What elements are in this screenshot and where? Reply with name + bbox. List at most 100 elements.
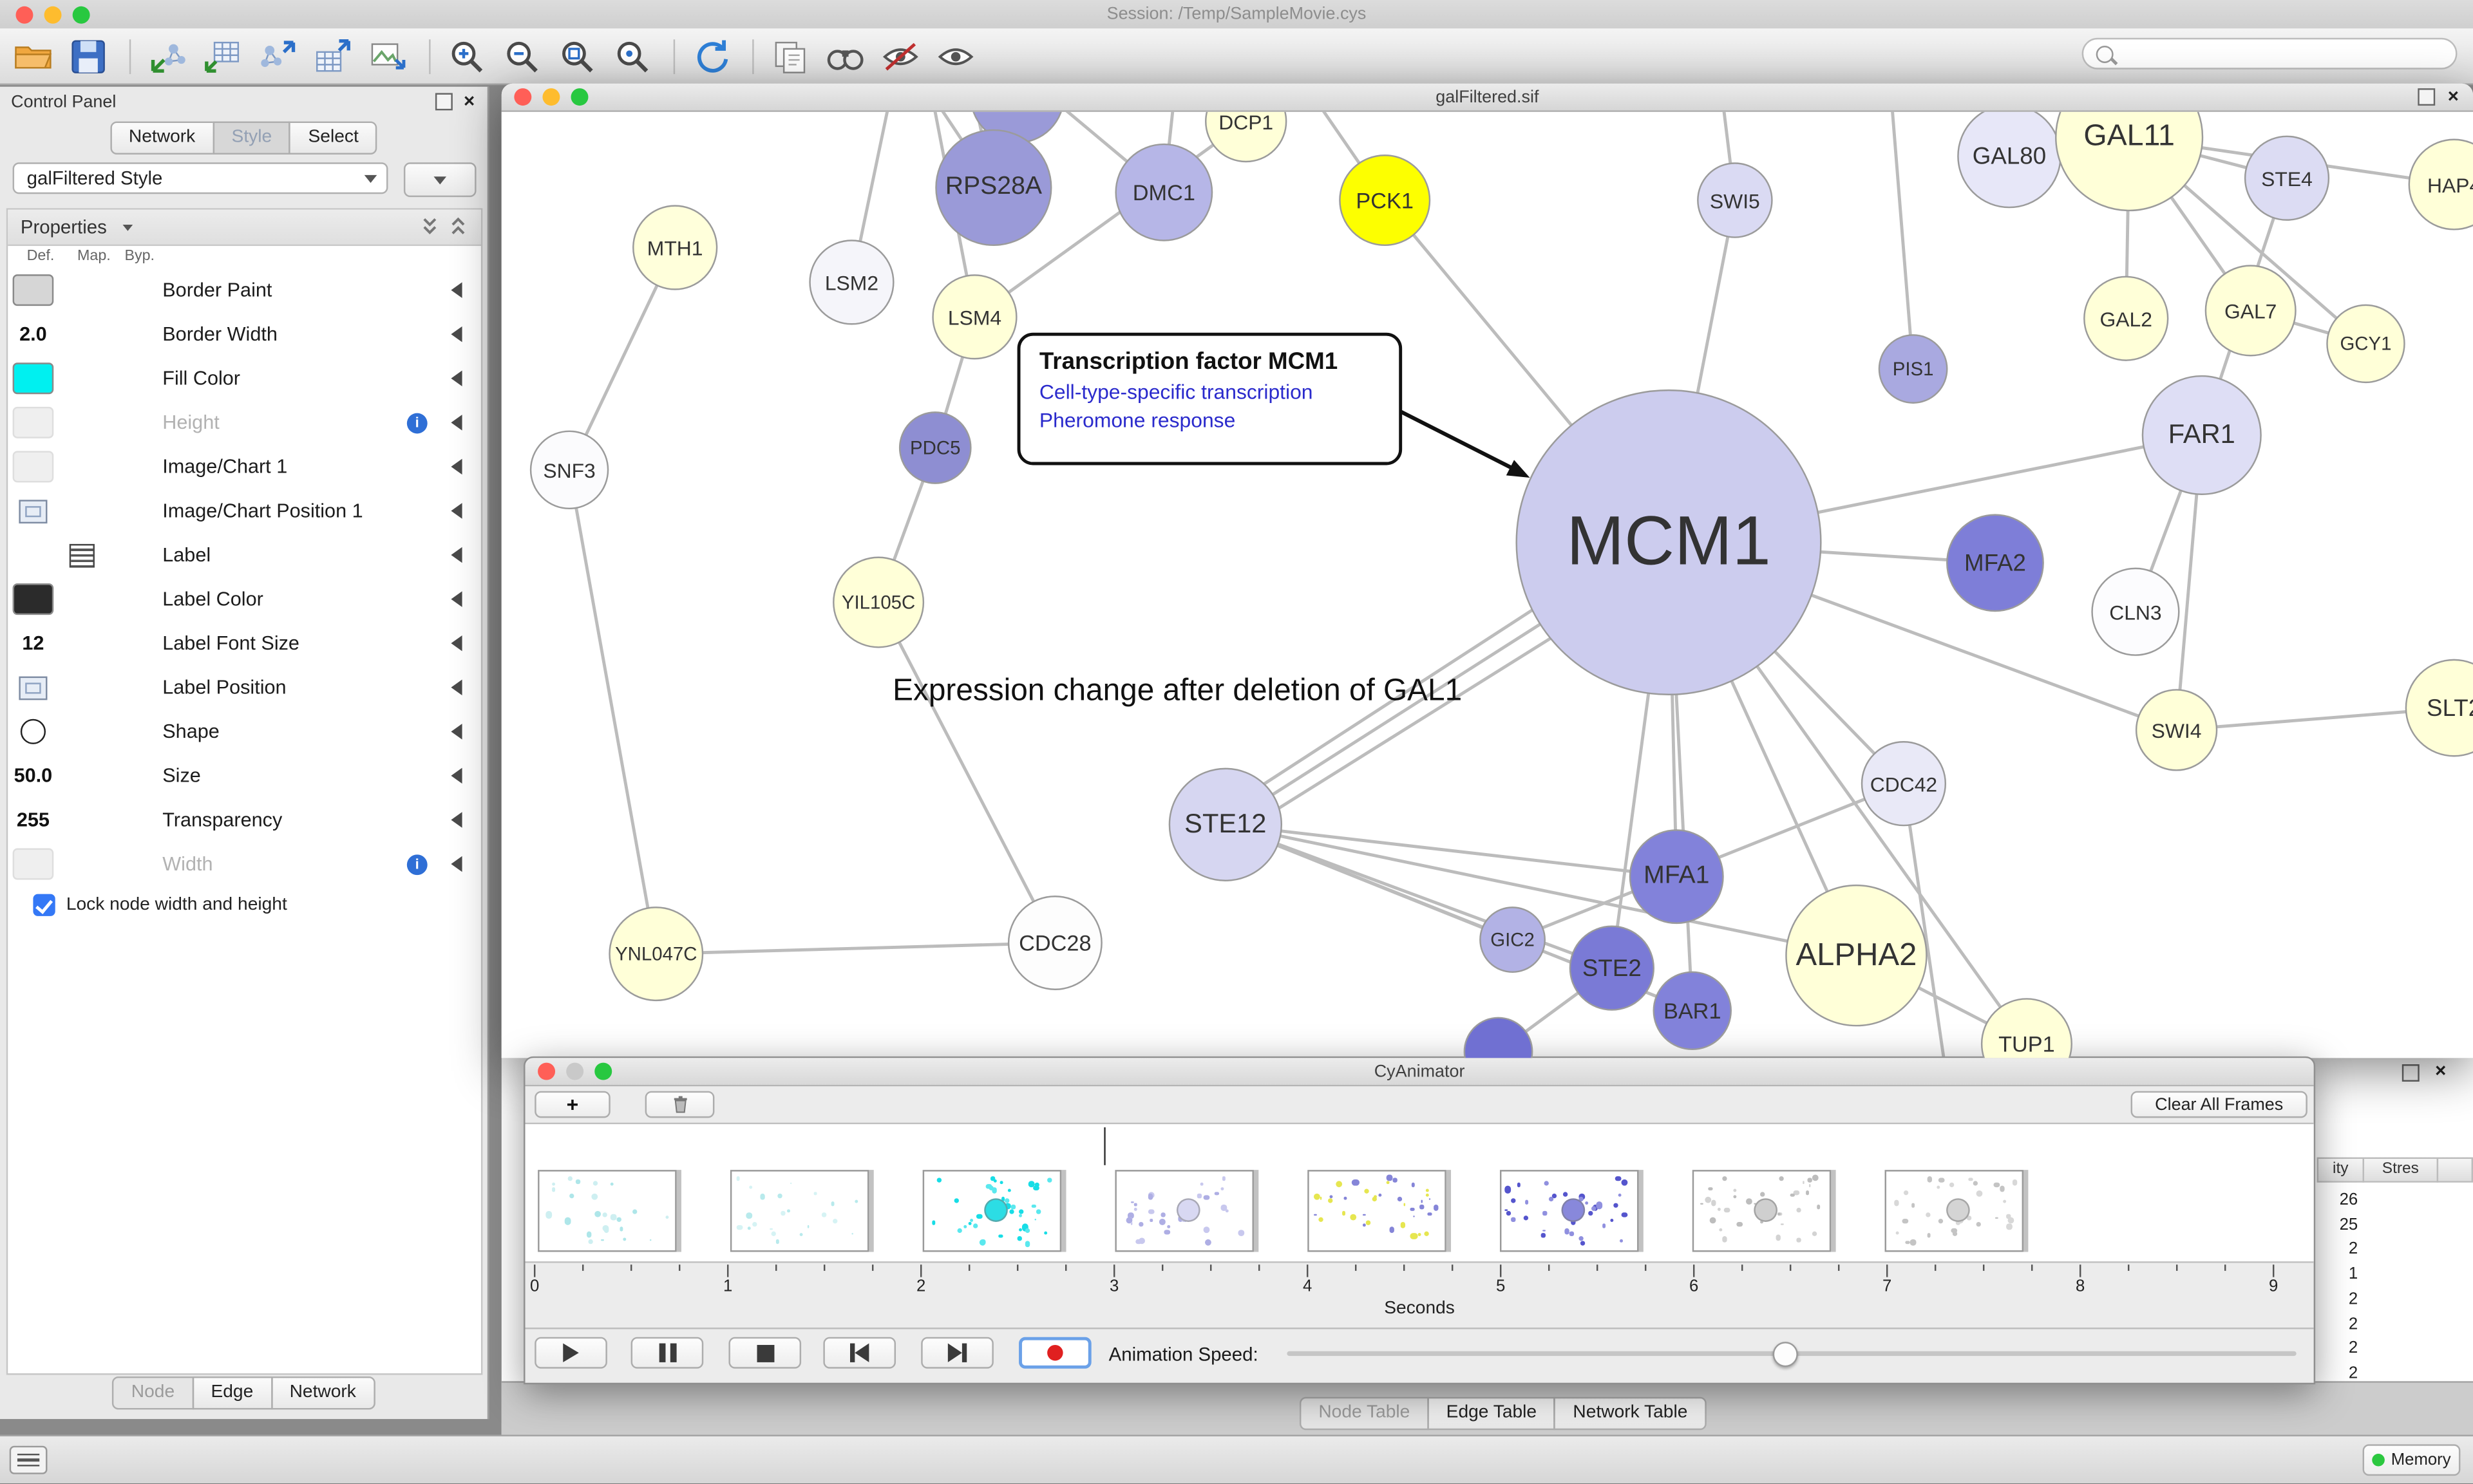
network-edge[interactable] <box>1225 823 1613 970</box>
expand-row-arrow-icon[interactable] <box>451 724 462 740</box>
float-table-panel-icon[interactable] <box>2402 1064 2420 1082</box>
network-edge[interactable] <box>1890 111 1915 370</box>
tab-style[interactable]: Style <box>213 121 291 155</box>
network-node-ste12[interactable]: STE12 <box>1168 767 1283 881</box>
import-network-icon[interactable] <box>147 35 188 77</box>
network-node-gic2[interactable]: GIC2 <box>1479 906 1546 973</box>
table-column-header[interactable]: ity <box>2317 1157 2365 1183</box>
zoom-out-icon[interactable] <box>502 35 543 77</box>
style-options-button[interactable] <box>404 162 477 198</box>
stop-button[interactable] <box>728 1337 802 1369</box>
table-cell-value[interactable]: 2 <box>2348 1338 2358 1358</box>
zoom-in-icon[interactable] <box>446 35 488 77</box>
frame-thumbnail-6[interactable] <box>1499 1170 1639 1252</box>
frame-thumbnail-1[interactable] <box>538 1170 677 1252</box>
property-row-width[interactable]: Width <box>8 842 481 887</box>
tab-network-style[interactable]: Network <box>270 1376 375 1410</box>
export-image-icon[interactable] <box>368 35 409 77</box>
tab-edge-table[interactable]: Edge Table <box>1427 1396 1556 1431</box>
record-button[interactable] <box>1019 1337 1092 1369</box>
expand-row-arrow-icon[interactable] <box>451 458 462 475</box>
network-node-swi5[interactable]: SWI5 <box>1697 162 1773 238</box>
cyanimator-titlebar[interactable]: CyAnimator <box>525 1058 2314 1087</box>
annotation-link[interactable]: Cell-type-specific transcription <box>1039 380 1313 404</box>
network-node-ynl047c[interactable]: YNL047C <box>609 906 704 1002</box>
network-node-pis1[interactable]: PIS1 <box>1878 334 1948 404</box>
zoom-selected-icon[interactable] <box>612 35 653 77</box>
network-node-far1[interactable]: FAR1 <box>2141 375 2262 495</box>
expand-row-arrow-icon[interactable] <box>451 767 462 784</box>
property-row-image-chart-1[interactable]: Image/Chart 1 <box>8 445 481 489</box>
refresh-view-icon[interactable] <box>691 35 732 77</box>
tab-node-table[interactable]: Node Table <box>1299 1396 1429 1431</box>
property-row-shape[interactable]: Shape <box>8 709 481 754</box>
property-row-label-color[interactable]: Label Color <box>8 577 481 621</box>
network-node-mfa2[interactable]: MFA2 <box>1946 514 2044 612</box>
delete-frame-button[interactable] <box>645 1091 715 1118</box>
expand-row-arrow-icon[interactable] <box>451 503 462 519</box>
zoom-window-icon[interactable] <box>571 88 589 106</box>
network-window-titlebar[interactable]: galFiltered.sif × <box>501 83 2473 112</box>
expand-all-icon[interactable] <box>419 216 440 237</box>
network-node-dmc1[interactable]: DMC1 <box>1115 143 1213 241</box>
table-cell-value[interactable]: 1 <box>2348 1264 2358 1284</box>
lock-size-checkbox[interactable] <box>33 894 55 916</box>
canvas-caption[interactable]: Expression change after deletion of GAL1 <box>893 673 1463 708</box>
speed-slider-knob[interactable] <box>1772 1342 1798 1367</box>
copy-icon[interactable] <box>770 35 811 77</box>
annotation-link[interactable]: Pheromone response <box>1039 408 1236 433</box>
network-node-yil105c[interactable]: YIL105C <box>833 556 925 648</box>
zoom-window-icon[interactable] <box>594 1062 612 1080</box>
network-node-ste4[interactable]: STE4 <box>2244 135 2330 221</box>
network-node-alpha2[interactable]: ALPHA2 <box>1785 884 1928 1027</box>
close-window-icon[interactable] <box>514 88 532 106</box>
default-value-swatch[interactable] <box>12 274 54 306</box>
first-neighbors-icon[interactable] <box>825 35 866 77</box>
network-canvas[interactable]: RPS28ADCP1DMC1PCK1SWI5GAL80GAL11STE4HAP4… <box>501 111 2473 1058</box>
network-node-lsm2[interactable]: LSM2 <box>809 240 895 325</box>
network-node-lsm4[interactable]: LSM4 <box>932 274 1018 360</box>
network-node-mth1[interactable]: MTH1 <box>632 205 718 290</box>
frame-thumbnail-4[interactable] <box>1115 1170 1254 1252</box>
close-window-icon[interactable] <box>538 1062 556 1080</box>
property-row-height[interactable]: Height <box>8 400 481 445</box>
clear-all-frames-button[interactable]: Clear All Frames <box>2130 1091 2307 1118</box>
network-edge[interactable] <box>1902 783 1946 1058</box>
network-node-gcy1[interactable]: GCY1 <box>2326 304 2405 384</box>
default-value[interactable]: 12 <box>22 632 44 655</box>
default-value[interactable]: 2.0 <box>19 323 47 346</box>
property-row-image-chart-position-1[interactable]: Image/Chart Position 1 <box>8 489 481 533</box>
network-node-snf3[interactable]: SNF3 <box>529 430 609 510</box>
close-view-icon[interactable]: × <box>2447 85 2459 108</box>
next-frame-button[interactable] <box>921 1337 994 1369</box>
tab-node-style[interactable]: Node <box>112 1376 194 1410</box>
frame-thumbnail-2[interactable] <box>730 1170 869 1252</box>
network-node-slt2[interactable]: SLT2 <box>2405 659 2473 757</box>
search-field[interactable] <box>2081 37 2458 70</box>
expand-row-arrow-icon[interactable] <box>451 370 462 386</box>
minimize-window-icon[interactable] <box>44 5 62 23</box>
zoom-fit-icon[interactable] <box>556 35 598 77</box>
expand-row-arrow-icon[interactable] <box>451 679 462 695</box>
float-window-icon[interactable] <box>2418 88 2436 106</box>
network-edge[interactable] <box>974 120 1247 319</box>
network-edge[interactable] <box>876 601 1057 944</box>
collapse-all-icon[interactable] <box>448 216 469 237</box>
property-row-label[interactable]: Label <box>8 533 481 578</box>
network-node-hap4[interactable]: HAP4 <box>2408 138 2473 230</box>
default-value[interactable]: 255 <box>16 809 50 831</box>
table-cell-value[interactable]: 2 <box>2348 1239 2358 1259</box>
previous-frame-button[interactable] <box>823 1337 896 1369</box>
default-value-swatch[interactable] <box>12 362 54 395</box>
save-session-icon[interactable] <box>68 35 109 77</box>
import-table-icon[interactable] <box>202 35 243 77</box>
network-node-rps28a[interactable]: RPS28A <box>935 129 1052 247</box>
network-node-cdc28[interactable]: CDC28 <box>1007 896 1103 990</box>
property-row-border-paint[interactable]: Border Paint <box>8 268 481 312</box>
network-node-gal80[interactable]: GAL80 <box>1957 111 2061 209</box>
table-column-header[interactable] <box>2436 1157 2473 1183</box>
float-panel-icon[interactable] <box>435 93 453 111</box>
properties-header[interactable]: Properties <box>8 209 481 247</box>
